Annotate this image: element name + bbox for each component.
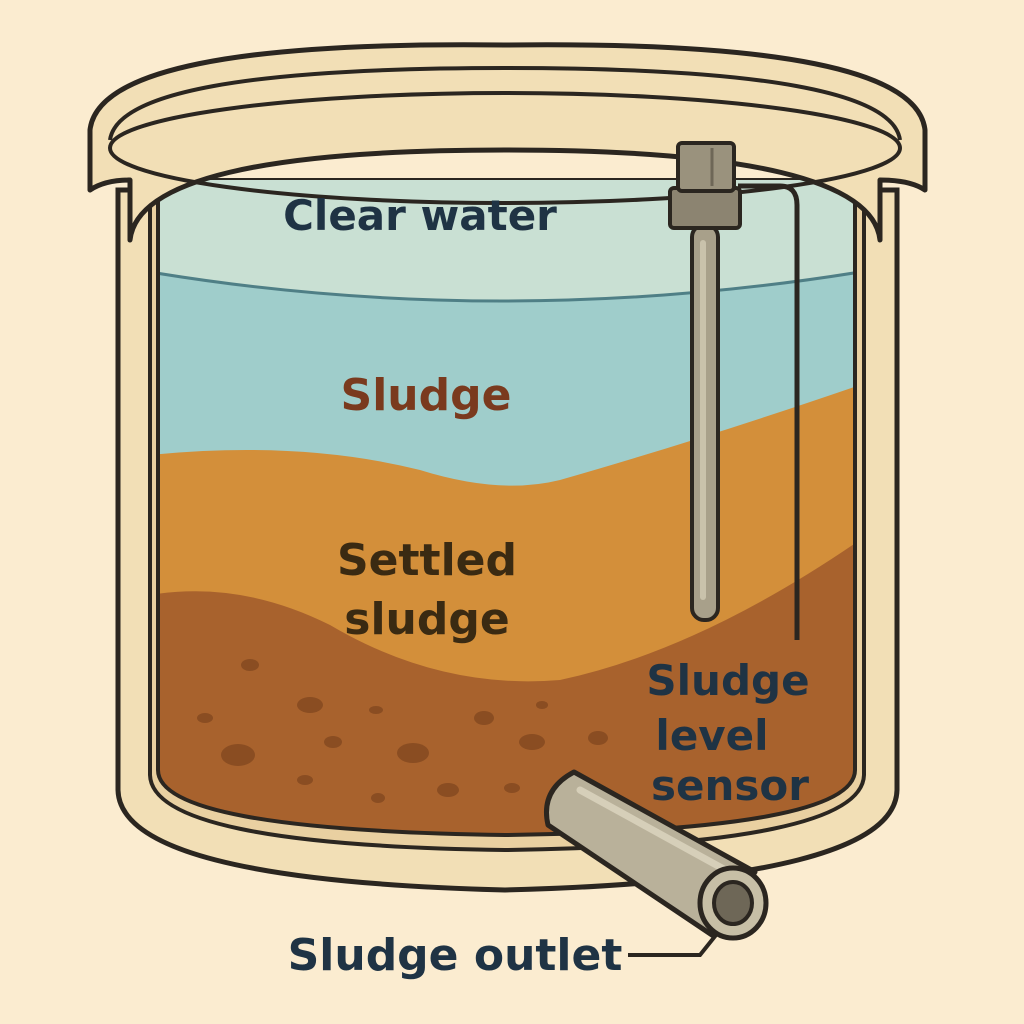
sensor-head-upper	[676, 141, 736, 193]
sensor-head-lower	[668, 186, 742, 230]
settled-sludge-layer	[158, 540, 855, 835]
sludge-level-sensor	[668, 141, 800, 640]
tank-inner-outline	[156, 180, 857, 838]
sensor-cable	[738, 183, 800, 640]
label-sludge: Sludge	[341, 370, 512, 421]
label-clear-water: Clear water	[283, 191, 557, 240]
sensor-rod-highlight	[700, 240, 706, 600]
label-settled-sludge-line1: Settled	[337, 535, 517, 586]
tank-rim-inner-band	[108, 65, 902, 141]
tank-contents	[158, 180, 855, 835]
label-sensor-line2: level	[655, 711, 768, 760]
label-settled-sludge-line2: sludge	[344, 594, 509, 645]
outlet-leader-line	[628, 933, 718, 957]
tank-rim	[87, 42, 928, 243]
water-surface-line	[158, 270, 855, 303]
label-sensor-line1: Sludge	[646, 656, 809, 705]
sludge-outlet-pipe	[544, 769, 769, 941]
label-sensor-line3: sensor	[651, 761, 809, 810]
tank-rim-inner-edge	[108, 91, 902, 205]
sludge-particles	[197, 659, 608, 803]
label-sludge-outlet: Sludge outlet	[288, 930, 623, 981]
